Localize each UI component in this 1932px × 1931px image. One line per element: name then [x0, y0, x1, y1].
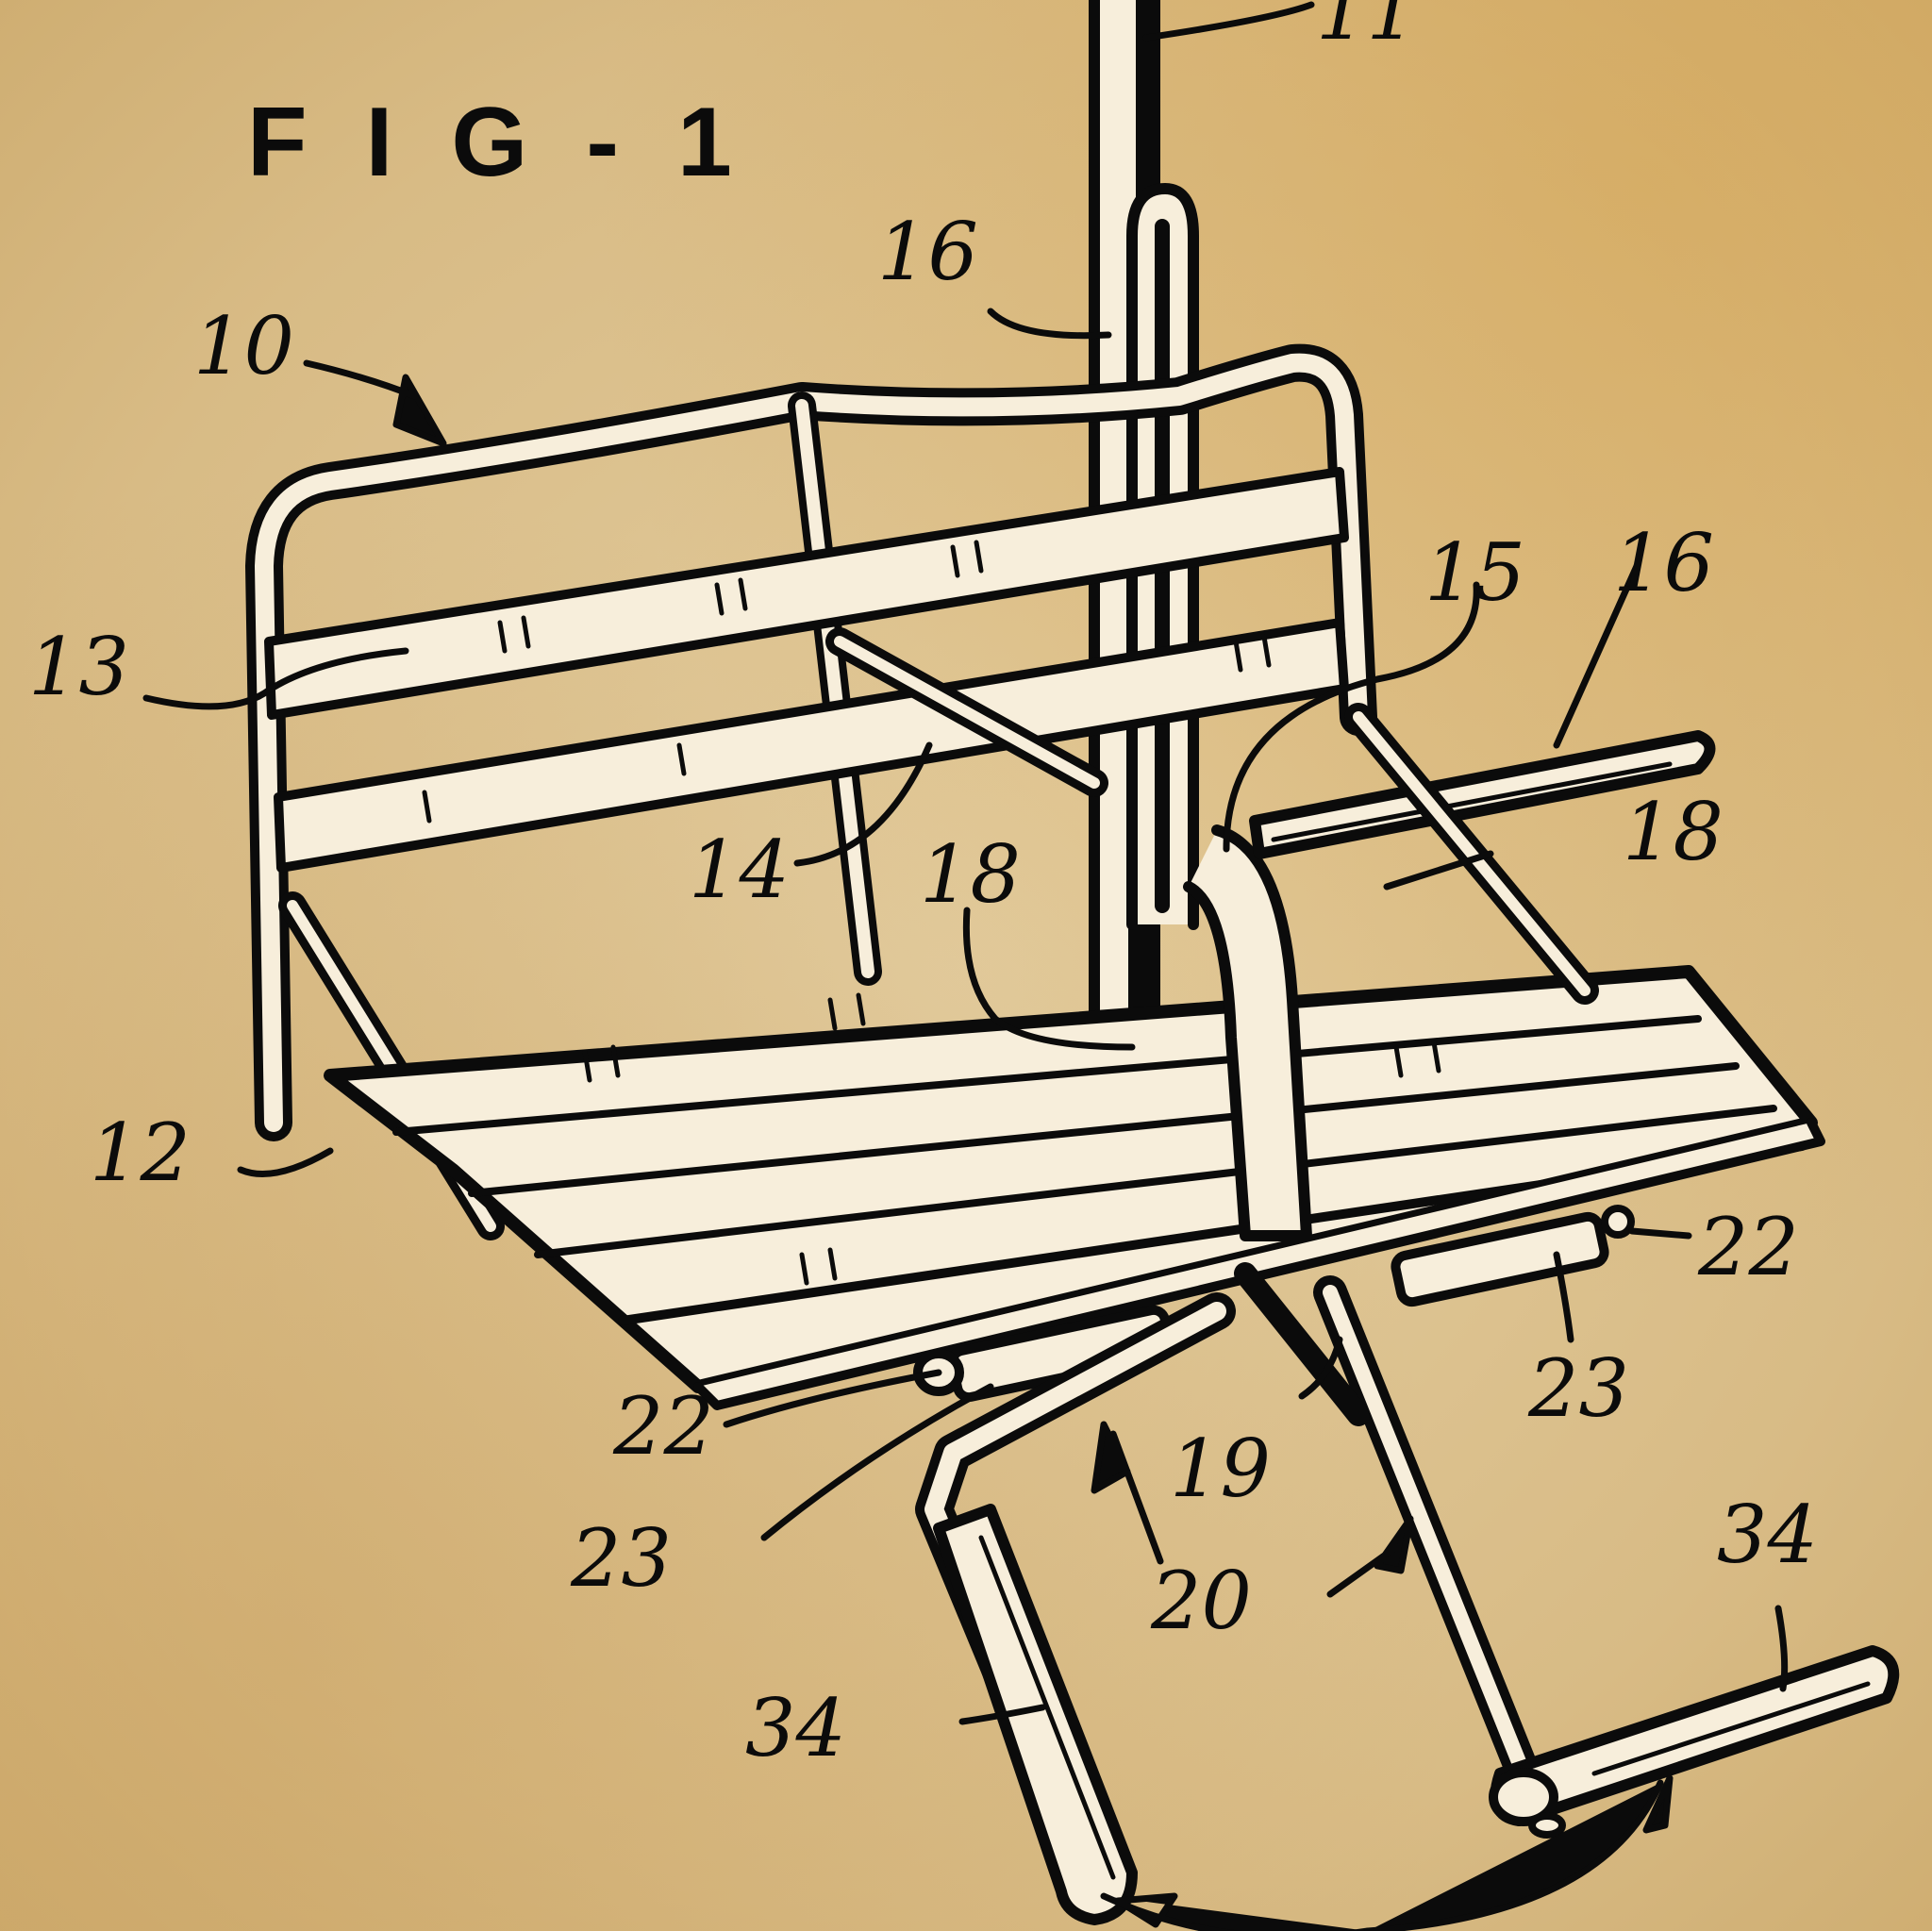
ref-22-left: 22 — [613, 1380, 714, 1473]
ref-23-left: 23 — [571, 1512, 672, 1605]
seat — [324, 965, 1825, 1410]
ref-16-upper: 16 — [877, 206, 978, 298]
ref-12: 12 — [90, 1107, 191, 1199]
ref-15: 15 — [1424, 526, 1525, 619]
ref-13: 13 — [28, 621, 129, 713]
hanger-yoke — [1183, 824, 1312, 1241]
backrest-frame — [245, 343, 1377, 1141]
ref-22-right: 22 — [1698, 1201, 1799, 1293]
ref-11: 11 — [1316, 0, 1417, 58]
ref-18-left: 18 — [920, 828, 1021, 921]
figure-title: FIG-1 — [247, 88, 791, 197]
armrest — [1249, 730, 1716, 859]
ref-34-left: 34 — [745, 1682, 846, 1774]
ref-34-right: 34 — [1717, 1489, 1818, 1581]
foot-bars — [933, 1504, 1900, 1925]
ref-10: 10 — [193, 300, 294, 392]
ref-20: 20 — [1151, 1555, 1252, 1647]
leader-lines — [142, 1, 1789, 1931]
ref-14: 14 — [689, 824, 790, 916]
ref-23-right: 23 — [1528, 1342, 1629, 1435]
ref-19: 19 — [1170, 1423, 1271, 1515]
ref-16-armrest: 16 — [1613, 517, 1714, 609]
ref-18-right: 18 — [1623, 786, 1724, 878]
